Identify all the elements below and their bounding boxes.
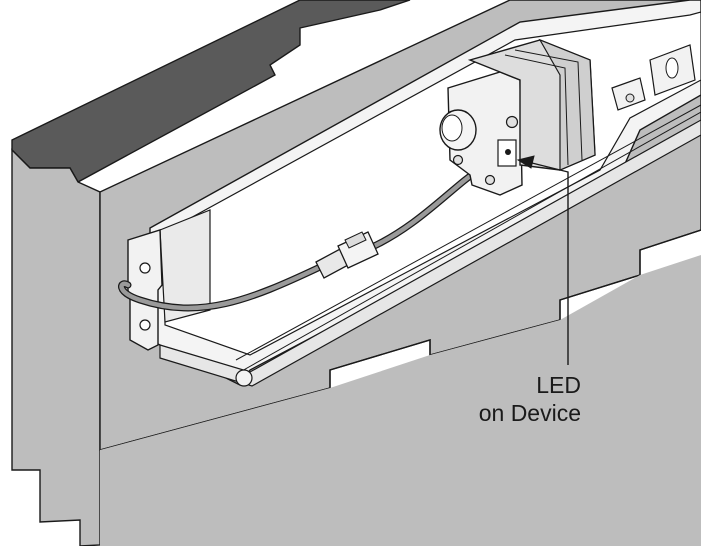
cable-loop-fill [119, 265, 321, 311]
rail-hardware [611, 44, 696, 111]
callout-label-line-2: on Device [478, 400, 581, 426]
screw-bottom [484, 174, 496, 186]
rail-slot-hole [665, 57, 679, 79]
leader-arrowhead [516, 155, 535, 169]
mounting-bracket [127, 229, 163, 351]
device-assembly [439, 38, 596, 196]
motor-band-2 [514, 49, 583, 161]
device-knob-face [441, 114, 463, 142]
bracket-hole-lower [139, 319, 151, 331]
callout-label-line-1: LED [536, 372, 581, 398]
leader-line [527, 161, 569, 365]
bracket-plate [127, 229, 163, 351]
bracket-hole-upper [139, 262, 151, 274]
rail-screw-right [625, 93, 635, 103]
screw-bottom-left [452, 154, 464, 166]
callout-leader [516, 155, 569, 365]
channel-lip-end [235, 369, 253, 387]
channel-back-panel [159, 209, 211, 323]
motor-band-1 [504, 54, 569, 166]
led-indicator [505, 149, 511, 155]
channel-lip-groove [235, 104, 701, 361]
channel-lip-groove-2 [239, 111, 701, 373]
connector-latch [344, 231, 367, 249]
screw-top [505, 115, 519, 129]
cable-connector [315, 231, 379, 279]
wall-front-face [11, 148, 101, 546]
wall-bottom-face [100, 255, 701, 546]
